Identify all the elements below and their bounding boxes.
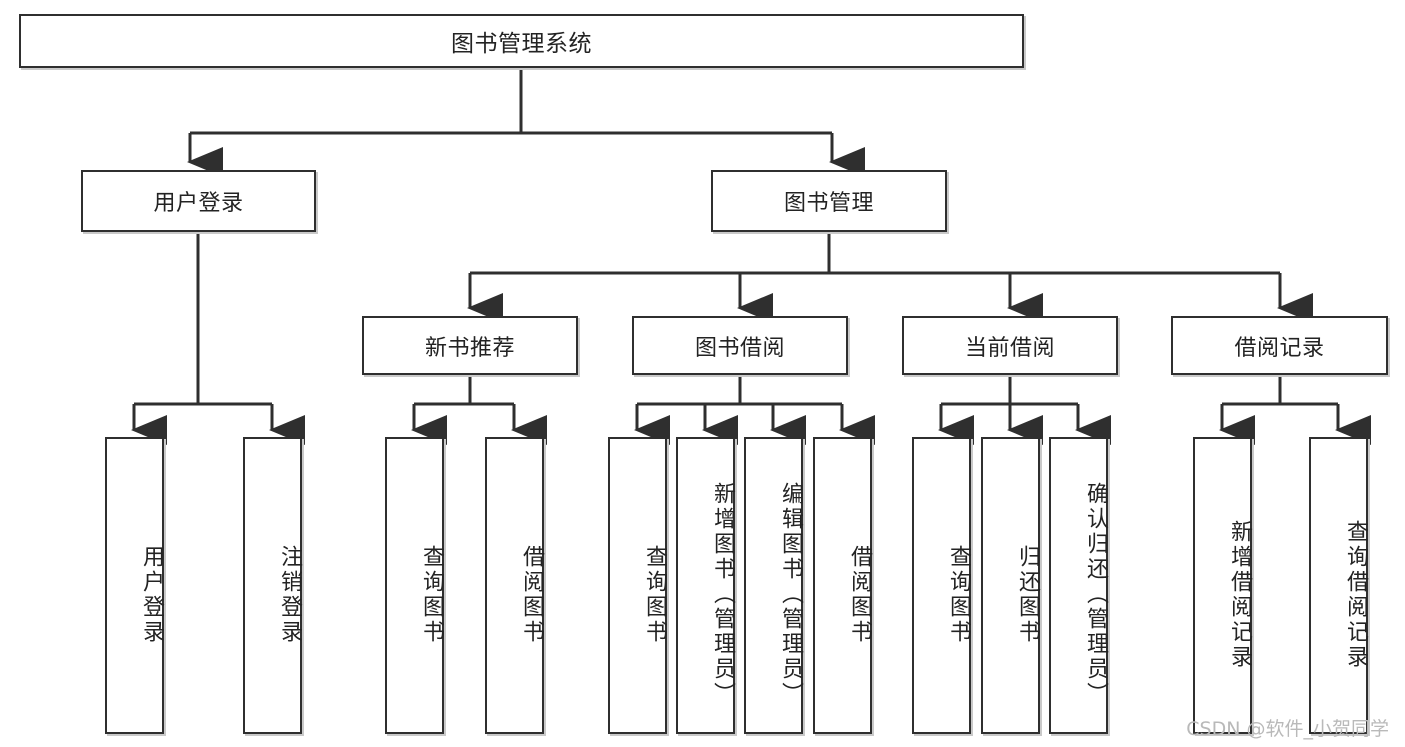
- leaf-edit-book-label: 编辑图书（管理员）: [778, 482, 803, 707]
- leaf-confirm-return[interactable]: 确认归还（管理员）: [1049, 437, 1108, 734]
- leaf-edit-book[interactable]: 编辑图书（管理员）: [744, 437, 803, 734]
- node-user-login[interactable]: 用户登录: [81, 170, 316, 232]
- leaf-query-book-a-label: 查询图书: [419, 544, 444, 645]
- leaf-logout-label: 注销登录: [277, 544, 302, 645]
- node-root[interactable]: 图书管理系统: [19, 14, 1024, 68]
- node-new-book-recommend[interactable]: 新书推荐: [362, 316, 578, 375]
- leaf-query-record[interactable]: 查询借阅记录: [1309, 437, 1368, 734]
- leaf-borrow-book-b[interactable]: 借阅图书: [813, 437, 872, 734]
- leaf-confirm-return-label: 确认归还（管理员）: [1083, 482, 1108, 707]
- leaf-return-book-label: 归还图书: [1015, 544, 1040, 645]
- node-book-borrow-label: 图书借阅: [694, 335, 785, 361]
- leaf-borrow-book-a[interactable]: 借阅图书: [485, 437, 544, 734]
- node-current-borrow[interactable]: 当前借阅: [902, 316, 1118, 375]
- leaf-return-book[interactable]: 归还图书: [981, 437, 1040, 734]
- node-root-label: 图书管理系统: [451, 31, 592, 57]
- node-borrow-record[interactable]: 借阅记录: [1171, 316, 1388, 375]
- leaf-logout[interactable]: 注销登录: [243, 437, 302, 734]
- node-borrow-record-label: 借阅记录: [1234, 335, 1325, 361]
- leaf-add-book-label: 新增图书（管理员）: [710, 482, 735, 707]
- node-book-manage[interactable]: 图书管理: [711, 170, 947, 232]
- leaf-add-record-label: 新增借阅记录: [1227, 519, 1252, 670]
- node-new-book-recommend-label: 新书推荐: [424, 335, 515, 361]
- leaf-borrow-book-b-label: 借阅图书: [847, 544, 872, 645]
- node-book-manage-label: 图书管理: [783, 191, 874, 216]
- leaf-query-book-c[interactable]: 查询图书: [912, 437, 971, 734]
- leaf-query-record-label: 查询借阅记录: [1343, 519, 1368, 670]
- leaf-query-book-c-label: 查询图书: [946, 544, 971, 645]
- leaf-add-book[interactable]: 新增图书（管理员）: [676, 437, 735, 734]
- leaf-user-login-label: 用户登录: [139, 544, 164, 645]
- leaf-borrow-book-a-label: 借阅图书: [519, 544, 544, 645]
- node-user-login-label: 用户登录: [153, 191, 244, 216]
- leaf-add-record[interactable]: 新增借阅记录: [1193, 437, 1252, 734]
- leaf-query-book-b[interactable]: 查询图书: [608, 437, 667, 734]
- node-book-borrow[interactable]: 图书借阅: [632, 316, 848, 375]
- leaf-query-book-a[interactable]: 查询图书: [385, 437, 444, 734]
- leaf-user-login[interactable]: 用户登录: [105, 437, 164, 734]
- leaf-query-book-b-label: 查询图书: [642, 544, 667, 645]
- node-current-borrow-label: 当前借阅: [964, 335, 1055, 361]
